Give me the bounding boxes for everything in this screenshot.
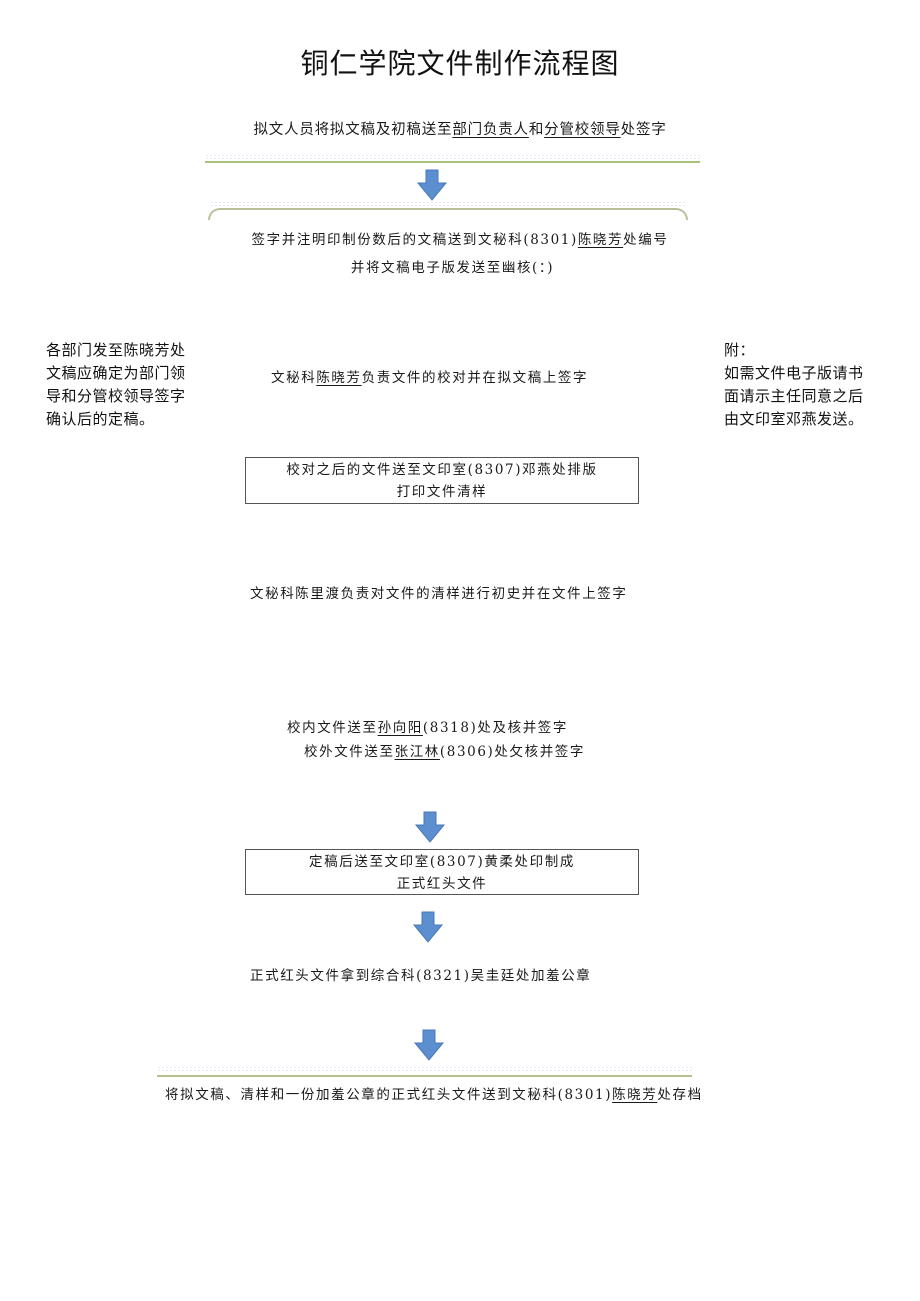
step-9-post: 处存档 [657, 1087, 703, 1103]
left-note-line: 确认后的定稿。 [46, 410, 155, 428]
step-2-post: 处编号 [623, 232, 669, 248]
step-6-post-2: (8306)处攵核并签字 [439, 744, 586, 760]
right-note-line: 附： [724, 341, 756, 359]
step-6-line-2: 校外文件送至张江林(8306)处攵核并签字 [304, 740, 585, 760]
step-3-pre: 文秘科 [271, 370, 317, 386]
step-1-post: 处签字 [620, 122, 667, 138]
separator-line-2 [157, 1075, 692, 1077]
left-note-line: 各部门发至陈晓芳处 [46, 341, 186, 359]
step-2-pre: 签字并注明印制份数后的文稿送到文秘科(8301) [251, 232, 578, 248]
step-1-text: 拟文人员将拟文稿及初稿送至部门负责人和分管校领导处签字 [0, 118, 920, 139]
step-2-person: 陈晓芳 [577, 232, 624, 248]
step-9-pre: 将拟文稿、清样和一份加羞公章的正式红头文件送到文秘科(8301) [165, 1087, 613, 1103]
step-9-text: 将拟文稿、清样和一份加羞公章的正式红头文件送到文秘科(8301)陈晓芳处存档 [165, 1083, 703, 1103]
step-1-pre: 拟文人员将拟文稿及初稿送至 [253, 122, 453, 138]
step-6-pre-2: 校外文件送至 [304, 744, 395, 760]
step-4-line-2: 打印文件清样 [396, 484, 488, 500]
down-arrow-icon [414, 811, 446, 843]
step-6-line-1: 校内文件送至孙向阳(8318)处及核并签字 [287, 716, 568, 736]
step-2-line-1: 签字并注明印制份数后的文稿送到文秘科(8301)陈晓芳处编号 [0, 228, 920, 248]
step-6-post-1: (8318)处及核并签字 [422, 720, 569, 736]
step-1-leader: 分管校领导 [544, 122, 621, 138]
step-6-pre-1: 校内文件送至 [287, 720, 378, 736]
left-side-note: 各部门发至陈晓芳处 文稿应确定为部门领 导和分管校领导签字 确认后的定稿。 [46, 339, 186, 431]
right-note-line: 如需文件电子版请书 [724, 364, 864, 382]
step-7-line-2: 正式红头文件 [396, 876, 488, 892]
step-6-person-2: 张江林 [394, 744, 440, 760]
down-arrow-icon [416, 169, 448, 201]
rounded-box-top [208, 208, 688, 220]
step-7-box: 定稿后送至文印室(8307)黄柔处印制成 正式红头文件 [245, 849, 639, 895]
left-note-line: 文稿应确定为部门领 [46, 364, 186, 382]
step-7-line-1: 定稿后送至文印室(8307)黄柔处印制成 [309, 854, 575, 870]
step-8-text: 正式红头文件拿到综合科(8321)吴圭廷处加羞公章 [250, 968, 592, 984]
separator-line [205, 161, 700, 163]
right-note-line: 由文印室邓燕发送。 [724, 410, 864, 428]
down-arrow-icon [413, 1029, 445, 1061]
step-4-line-1: 校对之后的文件送至文印室(8307)邓燕处排版 [286, 462, 598, 478]
down-arrow-icon [412, 911, 444, 943]
step-1-dept-head: 部门负责人 [452, 122, 529, 138]
dotted-band-3 [157, 1066, 692, 1072]
step-9-person: 陈晓芳 [612, 1087, 658, 1103]
step-3-person: 陈晓芳 [316, 370, 362, 386]
dotted-band-2 [210, 201, 685, 207]
step-4-box: 校对之后的文件送至文印室(8307)邓燕处排版 打印文件清样 [245, 457, 639, 504]
left-note-line: 导和分管校领导签字 [46, 387, 186, 405]
step-6-person-1: 孙向阳 [377, 720, 423, 736]
right-side-note: 附： 如需文件电子版请书 面请示主任同意之后 由文印室邓燕发送。 [724, 339, 864, 431]
dotted-band [205, 154, 700, 160]
step-3-text: 文秘科陈晓芳负责文件的校对并在拟文稿上签字 [271, 366, 588, 386]
step-1-mid: 和 [528, 122, 545, 138]
right-note-line: 面请示主任同意之后 [724, 387, 864, 405]
step-3-post: 负责文件的校对并在拟文稿上签字 [361, 370, 589, 386]
page-title: 铜仁学院文件制作流程图 [300, 47, 620, 80]
step-2-line-2: 并将文稿电子版发送至幽核(：) [350, 260, 555, 276]
step-5-text: 文秘科陈里渡负责对文件的清样进行初史并在文件上签字 [250, 586, 628, 602]
